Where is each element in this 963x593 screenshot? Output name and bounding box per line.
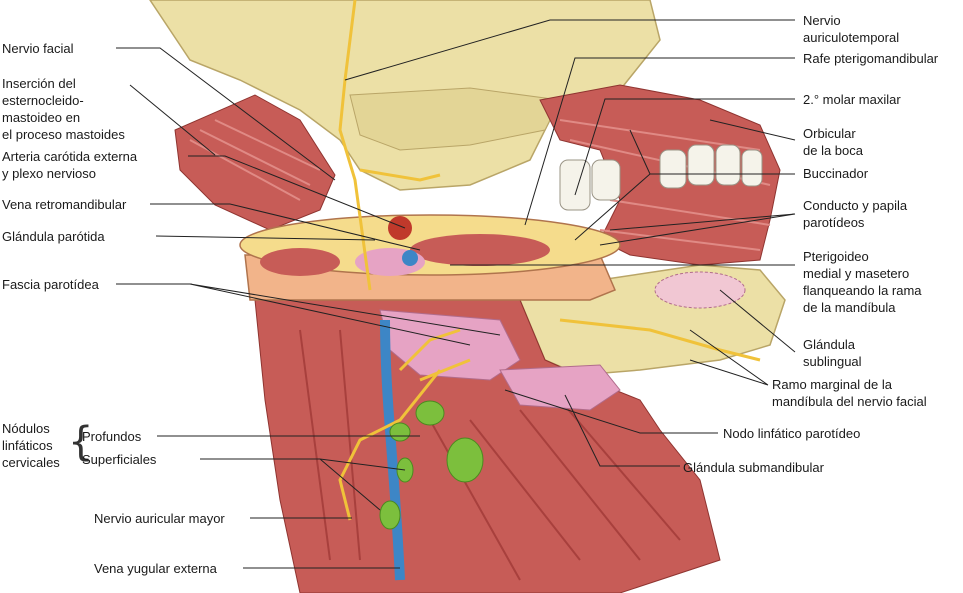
label-line: flanqueando la rama bbox=[803, 283, 922, 298]
label-nervio-facial: Nervio facial bbox=[2, 41, 74, 56]
external-jugular-vein bbox=[380, 319, 405, 581]
label-glandula-parotida: Glándula parótida bbox=[2, 229, 105, 244]
label-glandula-sublingual: Glándula sublingual bbox=[803, 336, 862, 370]
label-line: mandíbula del nervio facial bbox=[772, 394, 927, 409]
label-line: Nódulos bbox=[2, 421, 50, 436]
label-line: y plexo nervioso bbox=[2, 166, 96, 181]
label-line: Pterigoideo bbox=[803, 249, 869, 264]
nerves bbox=[338, 0, 761, 521]
label-nodo-linfatico-parotideo: Nodo linfático parotídeo bbox=[723, 426, 861, 441]
label-line: parotídeos bbox=[803, 215, 865, 230]
label-line: Orbicular bbox=[803, 126, 856, 141]
label-pterigoideo: Pterigoideo medial y masetero flanqueand… bbox=[803, 248, 922, 316]
label-nodulos-linfaticos: Nódulos linfáticos cervicales bbox=[2, 420, 60, 471]
label-line: medial y masetero bbox=[803, 266, 910, 281]
label-vena-yugular-externa: Vena yugular externa bbox=[94, 561, 217, 576]
label-vena-retromandibular: Vena retromandibular bbox=[2, 197, 127, 212]
label-line: Conducto y papila bbox=[803, 198, 908, 213]
label-line: el proceso mastoides bbox=[2, 127, 125, 142]
label-line: de la mandíbula bbox=[803, 300, 896, 315]
label-glandula-submandibular: Glándula submandibular bbox=[683, 460, 824, 475]
label-buccinador: Buccinador bbox=[803, 166, 869, 181]
label-ramo-marginal: Ramo marginal de la mandíbula del nervio… bbox=[772, 376, 927, 410]
label-insercion-esternocleidomastoideo: Inserción del esternocleido- mastoideo e… bbox=[2, 75, 125, 143]
neck-muscles bbox=[254, 299, 721, 593]
label-line: Nervio bbox=[803, 13, 841, 28]
label-line: Arteria carótida externa bbox=[2, 149, 138, 164]
label-conducto-papila: Conducto y papila parotídeos bbox=[803, 197, 907, 231]
label-line: sublingual bbox=[803, 354, 862, 369]
label-line: Inserción del bbox=[2, 76, 76, 91]
label-arteria-carotida: Arteria carótida externa y plexo nervios… bbox=[2, 148, 137, 182]
label-profundos: Profundos bbox=[82, 429, 142, 444]
label-line: mastoideo en bbox=[2, 110, 81, 125]
label-superficiales: Superficiales bbox=[82, 452, 157, 467]
submandibular-gland bbox=[499, 364, 621, 411]
label-line: esternocleido- bbox=[2, 93, 84, 108]
label-nervio-auriculotemporal: Nervio auriculotemporal bbox=[803, 12, 899, 46]
label-line: linfáticos bbox=[2, 438, 53, 453]
teeth bbox=[559, 144, 763, 211]
label-line: auriculotemporal bbox=[803, 30, 900, 45]
label-line: Ramo marginal de la bbox=[772, 377, 892, 392]
label-line: de la boca bbox=[803, 143, 863, 158]
label-segundo-molar: 2.° molar maxilar bbox=[803, 92, 901, 107]
leader-lines bbox=[116, 19, 796, 569]
label-line: Glándula bbox=[803, 337, 856, 352]
label-orbicular-boca: Orbicular de la boca bbox=[803, 125, 863, 159]
label-nervio-auricular-mayor: Nervio auricular mayor bbox=[94, 511, 225, 526]
label-fascia-parotidea: Fascia parotídea bbox=[2, 277, 99, 292]
zygomatic-arch bbox=[349, 87, 561, 151]
sublingual-gland bbox=[654, 271, 746, 309]
label-line: cervicales bbox=[2, 455, 60, 470]
label-rafe-pterigomandibular: Rafe pterigomandibular bbox=[803, 51, 939, 66]
brace-icon: { bbox=[68, 419, 94, 465]
